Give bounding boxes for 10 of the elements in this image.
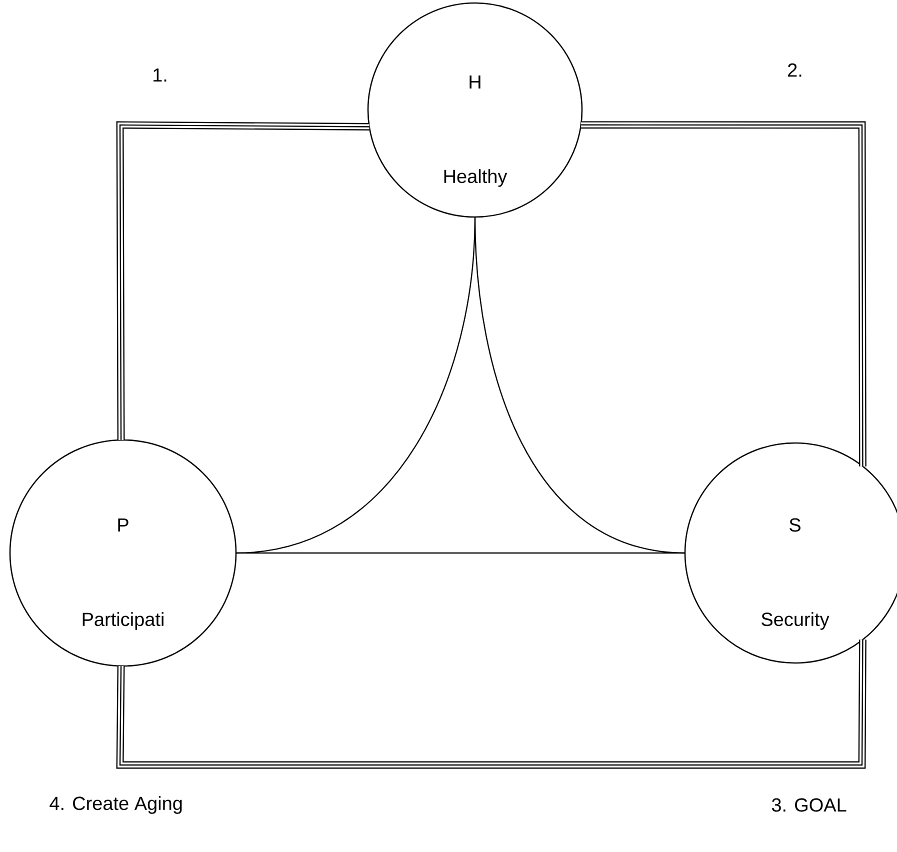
label-text: 4. Create Aging <box>50 796 182 814</box>
circle-node: H Healthy <box>367 2 583 218</box>
label-text: 3. GOAL <box>772 798 846 812</box>
connector-line <box>236 552 685 554</box>
circle-node: P Participati <box>9 439 237 667</box>
label-text: 1. <box>154 68 166 82</box>
label-text: 2. <box>788 63 802 77</box>
triple-line <box>116 121 370 440</box>
triple-line <box>116 640 866 769</box>
triple-line <box>580 121 866 466</box>
